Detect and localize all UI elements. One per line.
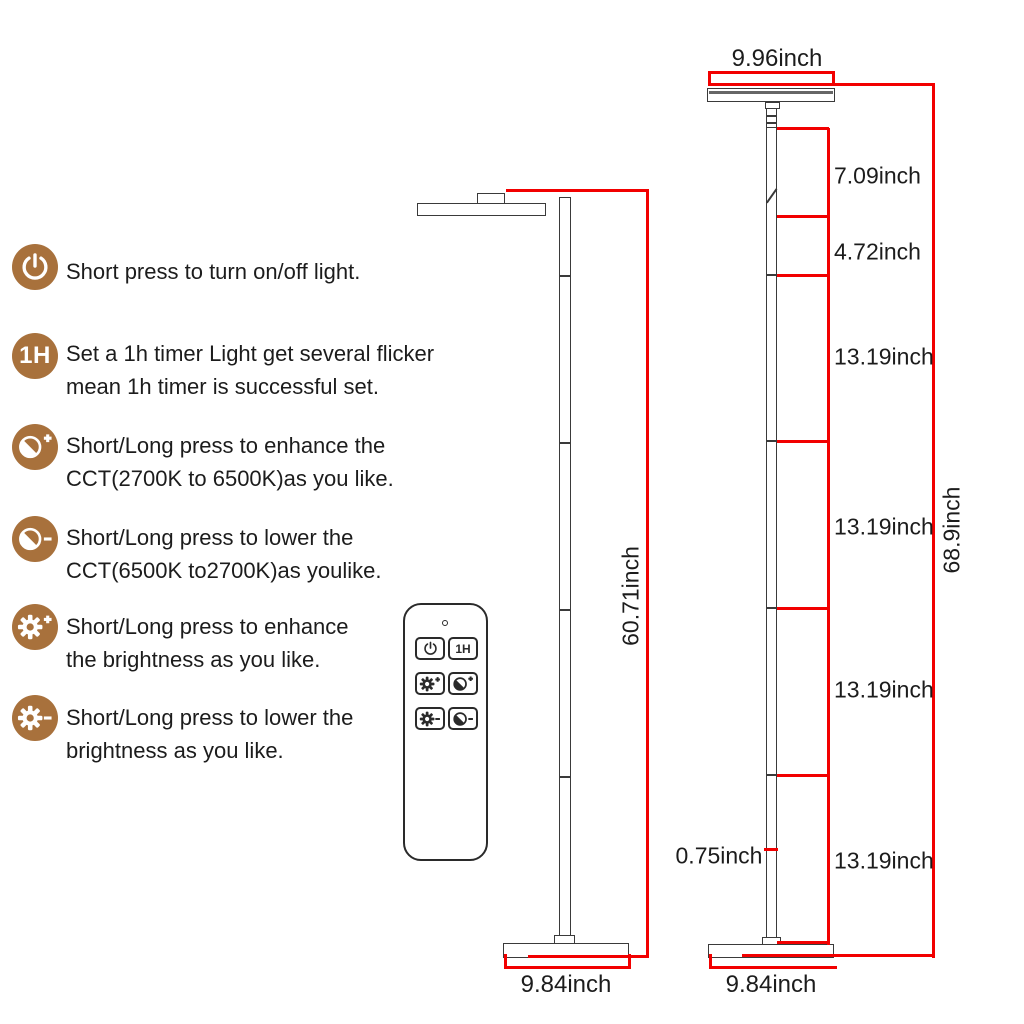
segment-cap — [777, 941, 829, 944]
front-pole-joint — [560, 609, 570, 611]
segment-cap — [777, 127, 829, 130]
cct-up-icon — [12, 424, 58, 470]
remote-brightness-up-button — [415, 672, 445, 695]
power-icon — [423, 641, 437, 655]
remote-cct-up-button — [448, 672, 478, 695]
segment-dimension-line — [827, 128, 830, 945]
total-height-bottom-line — [742, 954, 935, 957]
timer-1h-label: 1H — [19, 342, 51, 369]
pole-diameter-tick — [764, 848, 778, 851]
cct-down-icon — [453, 711, 473, 726]
side-base-bracket-bottom — [709, 966, 837, 969]
total-height-top-line — [835, 83, 935, 86]
brightness-down-icon — [12, 695, 58, 741]
front-lamp-head-mount — [477, 193, 505, 204]
segment-label-3: 13.19inch — [834, 343, 934, 370]
segment-cap — [777, 607, 829, 610]
side-base-bracket-left — [709, 954, 712, 969]
instruction-text-brightness-up: Short/Long press to enhance the brightne… — [66, 614, 349, 672]
front-height-label: 60.71inch — [617, 546, 644, 646]
side-pole-connector — [766, 108, 777, 128]
segment-cap — [777, 774, 829, 777]
brightness-up-icon — [12, 604, 58, 650]
remote-control: 1H — [403, 603, 488, 861]
segment-label-4: 13.19inch — [834, 513, 934, 540]
side-pole-joint — [767, 274, 776, 276]
front-pole-joint — [560, 442, 570, 444]
front-pole-joint — [560, 275, 570, 277]
cct-up-icon — [453, 675, 473, 691]
side-pole-joint — [767, 440, 776, 442]
segment-label-6: 13.19inch — [834, 847, 934, 874]
segment-cap — [777, 274, 829, 277]
height-dimension-bottom-line — [528, 955, 649, 958]
head-width-bracket — [708, 71, 835, 86]
brightness-up-icon — [419, 676, 440, 691]
segment-label-2: 4.72inch — [834, 238, 921, 265]
total-height-line — [932, 83, 935, 958]
front-lamp-pole — [559, 197, 571, 942]
front-base-bracket-bottom — [504, 966, 631, 969]
cct-down-icon — [12, 516, 58, 562]
height-dimension-line — [646, 189, 649, 958]
remote-1h-label: 1H — [455, 641, 471, 656]
front-lamp-head — [417, 203, 546, 216]
power-icon — [12, 244, 58, 290]
front-pole-joint — [560, 776, 570, 778]
height-dimension-top-line — [506, 189, 649, 192]
remote-led-icon — [442, 620, 448, 626]
side-pole-joint — [767, 607, 776, 609]
remote-cct-down-button — [448, 707, 478, 730]
instruction-text-brightness-down: Short/Long press to lower the brightness… — [66, 705, 354, 763]
remote-brightness-down-button — [415, 707, 445, 730]
segment-cap — [777, 440, 829, 443]
side-connector-joint — [767, 115, 776, 117]
instruction-text-cct-up: Short/Long press to enhance the CCT(2700… — [66, 433, 394, 491]
front-base-bracket-left — [504, 954, 507, 969]
side-lamp-head-edge — [709, 91, 833, 94]
instruction-text-power: Short press to turn on/off light. — [66, 259, 361, 284]
instruction-text-timer: Set a 1h timer Light get several flicker… — [66, 341, 435, 399]
segment-cap — [777, 215, 829, 218]
side-pole-joint — [767, 774, 776, 776]
remote-1h-button: 1H — [448, 637, 478, 660]
side-connector-joint — [767, 122, 776, 124]
segment-label-5: 13.19inch — [834, 676, 934, 703]
segment-label-1: 7.09inch — [834, 162, 921, 189]
front-base-width-label: 9.84inch — [520, 971, 612, 998]
head-width-label: 9.96inch — [731, 45, 823, 72]
pole-diameter-label: 0.75inch — [675, 842, 763, 869]
brightness-down-icon — [419, 711, 440, 726]
side-lamp-pole — [766, 127, 777, 945]
remote-power-button — [415, 637, 445, 660]
timer-1h-icon: 1H — [12, 333, 58, 379]
instruction-text-cct-down: Short/Long press to lower the CCT(6500K … — [66, 525, 382, 583]
total-height-label: 68.9inch — [938, 486, 965, 574]
side-base-width-label: 9.84inch — [725, 971, 817, 998]
front-base-bracket-right — [628, 954, 631, 969]
